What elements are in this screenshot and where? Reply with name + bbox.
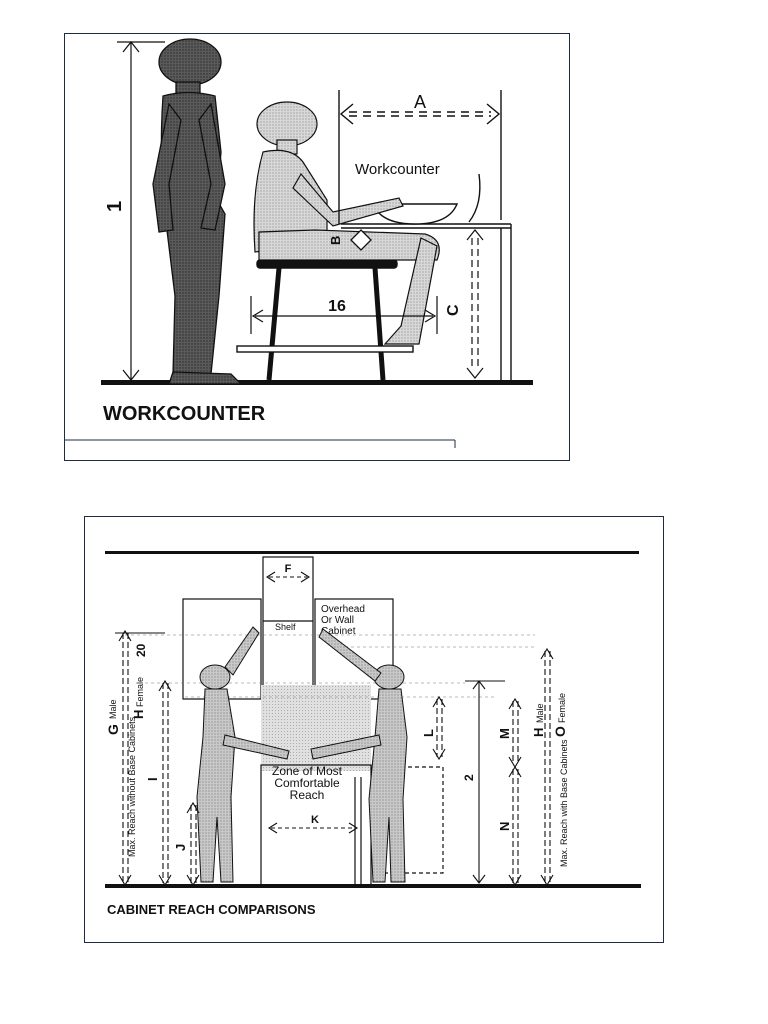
cabinet-reach-diagram: F Shelf Overhead Or Wall Cabinet Zone of… (105, 551, 641, 917)
left-figure (196, 626, 290, 883)
svg-text:Or Wall: Or Wall (321, 615, 354, 626)
workcounter-counter (341, 173, 512, 380)
svg-text:Comfortable: Comfortable (274, 776, 340, 790)
svg-text:Reach: Reach (290, 788, 325, 802)
overhead-cabinet (182, 556, 394, 702)
dimension-f-arrow (265, 571, 311, 583)
dimension-j-arrow (186, 801, 200, 887)
seated-figure (253, 101, 440, 345)
label-m: M (497, 728, 512, 739)
label-o: O (552, 726, 568, 737)
label-max-without: Max. Reach without Base Cabinets (127, 716, 137, 857)
caption-workcounter: WORKCOUNTER (103, 403, 266, 425)
dimension-h-right-arrow (540, 647, 554, 887)
dimension-1-arrow (117, 41, 165, 381)
dimension-g-arrow (115, 629, 165, 887)
workcounter-diagram-panel: 1 (64, 33, 570, 461)
label-h-left: H (131, 710, 146, 719)
label-n: N (497, 822, 512, 831)
svg-text:Cabinet: Cabinet (321, 626, 356, 637)
label-overhead: Overhead Or Wall Cabinet (321, 604, 365, 637)
dimension-a-arrow (338, 90, 502, 224)
standing-figure (152, 38, 243, 385)
svg-text:Overhead: Overhead (321, 604, 365, 615)
label-i: I (145, 777, 160, 781)
base-cabinet (260, 764, 444, 886)
dimension-n-arrow (508, 765, 522, 887)
label-g: G (105, 724, 121, 735)
workcounter-diagram: 1 (65, 38, 533, 448)
dimension-l-arrow (432, 695, 446, 761)
label-c: C (445, 304, 462, 316)
svg-text:Zone of Most: Zone of Most (272, 764, 343, 778)
ceiling-line (105, 551, 639, 554)
dimension-h-left-arrow (158, 679, 172, 887)
label-j: J (173, 844, 188, 851)
dimension-b-arrow (350, 229, 372, 251)
dimension-2-arrow (465, 680, 505, 884)
floor-line (101, 380, 533, 385)
label-workcounter: Workcounter (355, 161, 440, 178)
label-20: 20 (134, 643, 148, 657)
label-1: 1 (104, 201, 126, 212)
label-female-left: Female (135, 677, 145, 707)
label-male-left: Male (108, 699, 118, 719)
floor-line (105, 884, 641, 888)
label-b: B (328, 236, 343, 245)
dimension-k-arrow (267, 822, 359, 834)
right-figure (310, 628, 408, 883)
label-f: F (285, 563, 292, 575)
label-16: 16 (328, 298, 346, 315)
label-male-right: Male (535, 703, 545, 723)
label-h-right: H (531, 728, 546, 737)
cabinet-reach-diagram-panel: F Shelf Overhead Or Wall Cabinet Zone of… (84, 516, 664, 943)
label-l: L (421, 729, 436, 737)
label-k: K (311, 814, 319, 826)
label-female-right: Female (557, 693, 567, 723)
label-zone: Zone of Most Comfortable Reach (272, 764, 343, 802)
dimension-16-arrow (250, 296, 438, 334)
label-max-with: Max. Reach with Base Cabinets (559, 739, 569, 867)
caption-cabinet: CABINET REACH COMPARISONS (107, 902, 316, 917)
dimension-c-arrow (466, 229, 484, 379)
label-a: A (414, 92, 426, 112)
label-shelf: Shelf (275, 622, 296, 632)
label-2: 2 (462, 774, 476, 781)
stool (236, 259, 414, 381)
